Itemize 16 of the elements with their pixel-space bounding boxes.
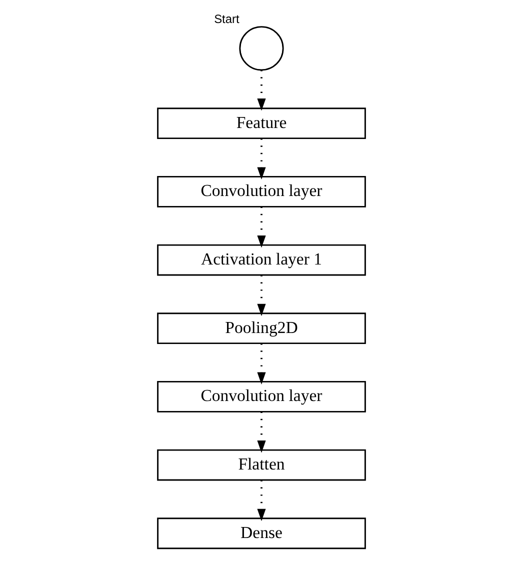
arrow [256,412,266,453]
node-circle [238,26,284,71]
node-box: Dense [156,518,366,550]
node-box: Convolution layer [156,380,366,412]
arrow [256,70,266,111]
arrow [256,275,266,316]
node-box: Pooling2D [156,312,366,344]
node-box: Convolution layer [156,176,366,208]
arrow [256,138,266,180]
node-box: Flatten [156,449,366,481]
node-label: Start [214,12,239,26]
arrow [256,344,266,384]
node-box: Feature [156,108,366,140]
node-box: Activation layer 1 [156,244,366,276]
arrow [256,206,266,248]
arrow [256,480,266,522]
